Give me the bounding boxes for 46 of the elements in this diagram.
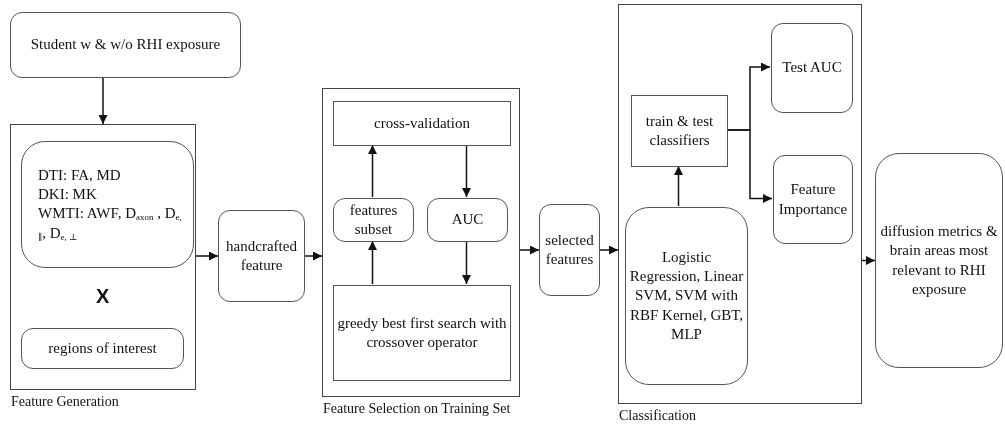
rounded-box (875, 153, 1003, 368)
rounded-box (218, 210, 305, 302)
node-text: diffusion metrics & brain areas most relevant to RHI exposure (879, 222, 999, 299)
arrow (462, 144, 471, 198)
node-text: Test AUC (782, 58, 842, 78)
node-text: handcrafted feature (225, 236, 298, 275)
node-text: train & test classifiers (644, 111, 715, 150)
process-box (333, 101, 511, 146)
rounded-box (427, 198, 508, 242)
node-text: WMTI: AWF, D$_{axon}$ , D$_{e,}$ $_{∥}$, D$_{e, ⊥}$ (38, 203, 183, 244)
rounded-box (333, 198, 414, 242)
arrow (368, 240, 377, 285)
node-text: AUC (451, 210, 484, 230)
arrow (861, 256, 876, 265)
node-text: DTI: FA, MD (38, 165, 121, 185)
rounded-box (625, 207, 748, 385)
process-box (631, 95, 728, 167)
node-text: Feature Importance (777, 180, 849, 219)
node-text: Logistic Regression, Linear SVM, SVM with RBF Kernel, GBT, MLP (628, 248, 745, 344)
arrow (195, 251, 219, 261)
node-text: selected features (544, 230, 595, 269)
node-text: regions of interest (48, 338, 157, 358)
arrow (674, 165, 683, 207)
arrow (368, 144, 377, 198)
node-text: cross-validation (374, 113, 470, 133)
rounded-box (21, 328, 184, 369)
arrow (304, 251, 323, 261)
process-box (333, 285, 511, 381)
rounded-box (10, 12, 241, 78)
arrow (519, 245, 540, 255)
stage-caption: Feature Selection on Training Set (323, 400, 511, 418)
cross-symbol: X (96, 285, 110, 308)
stage-caption: Classification (619, 407, 696, 425)
node-text: Student w & w/o RHI exposure (30, 35, 221, 55)
arrow (599, 245, 619, 255)
arrow (98, 77, 108, 125)
rounded-box (539, 204, 600, 296)
node-text: DKI: MK (38, 184, 97, 204)
stage-caption: Feature Generation (11, 393, 119, 411)
node-text: features subset (348, 200, 399, 239)
rounded-box (773, 155, 853, 244)
arrow (462, 240, 471, 285)
node-text: greedy best first search with crossover operator (336, 313, 508, 352)
rounded-box (21, 141, 194, 268)
rounded-box (771, 23, 853, 113)
arrow (726, 129, 773, 203)
